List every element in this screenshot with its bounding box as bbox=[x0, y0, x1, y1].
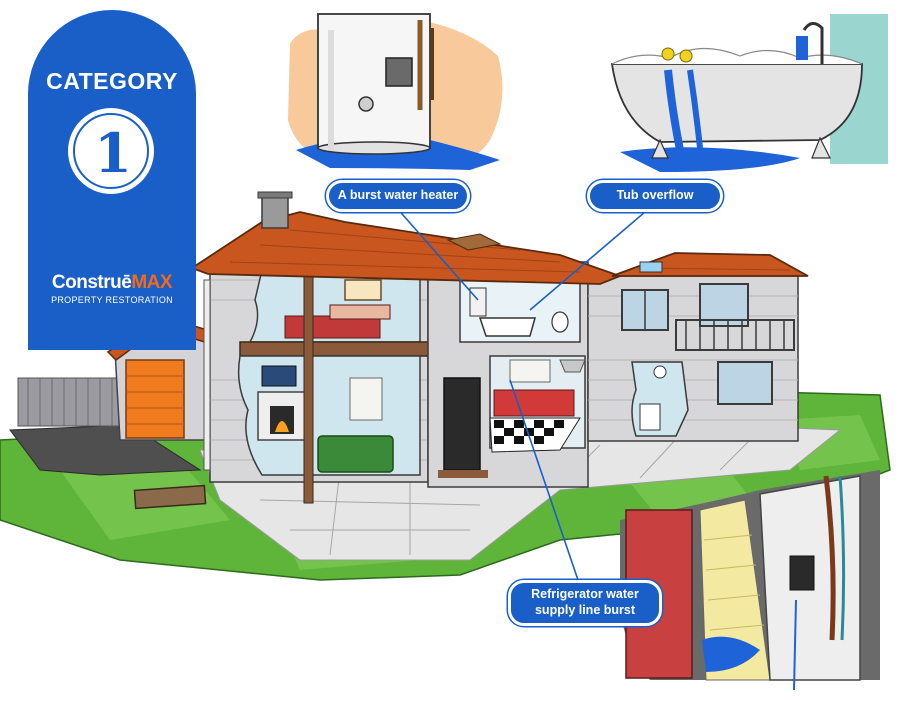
category-badge: 1 bbox=[68, 108, 154, 194]
drain-cover bbox=[133, 484, 207, 510]
callout-tub-overflow: Tub overflow bbox=[587, 180, 723, 212]
brand-logo: ConstruēMAX bbox=[28, 272, 196, 294]
tub-inset bbox=[596, 11, 888, 172]
callout-fridge-line-1: Refrigerator water bbox=[531, 587, 639, 602]
house-middle bbox=[427, 261, 589, 488]
house-right-wing bbox=[587, 275, 799, 442]
brand-name-part2: MAX bbox=[131, 272, 173, 293]
leader-lines bbox=[394, 205, 653, 581]
category-badge-ring: 1 bbox=[73, 113, 149, 189]
callout-fridge-line: Refrigerator water supply line burst bbox=[508, 580, 662, 626]
category-banner: CATEGORY 1 ConstruēMAX PROPERTY RESTORAT… bbox=[28, 10, 196, 350]
kitchen-floor bbox=[489, 417, 581, 453]
brand-tagline: PROPERTY RESTORATION bbox=[51, 295, 173, 305]
downpipe bbox=[203, 279, 211, 471]
roofs bbox=[190, 191, 809, 285]
callout-fridge-line-2: supply line burst bbox=[534, 603, 635, 617]
callout-water-heater: A burst water heater bbox=[326, 180, 470, 212]
category-number: 1 bbox=[94, 121, 132, 185]
water-heater-inset bbox=[288, 13, 503, 170]
category-title: CATEGORY bbox=[46, 68, 178, 94]
brand-name-part1: Construē bbox=[51, 272, 132, 293]
fence bbox=[17, 377, 131, 427]
